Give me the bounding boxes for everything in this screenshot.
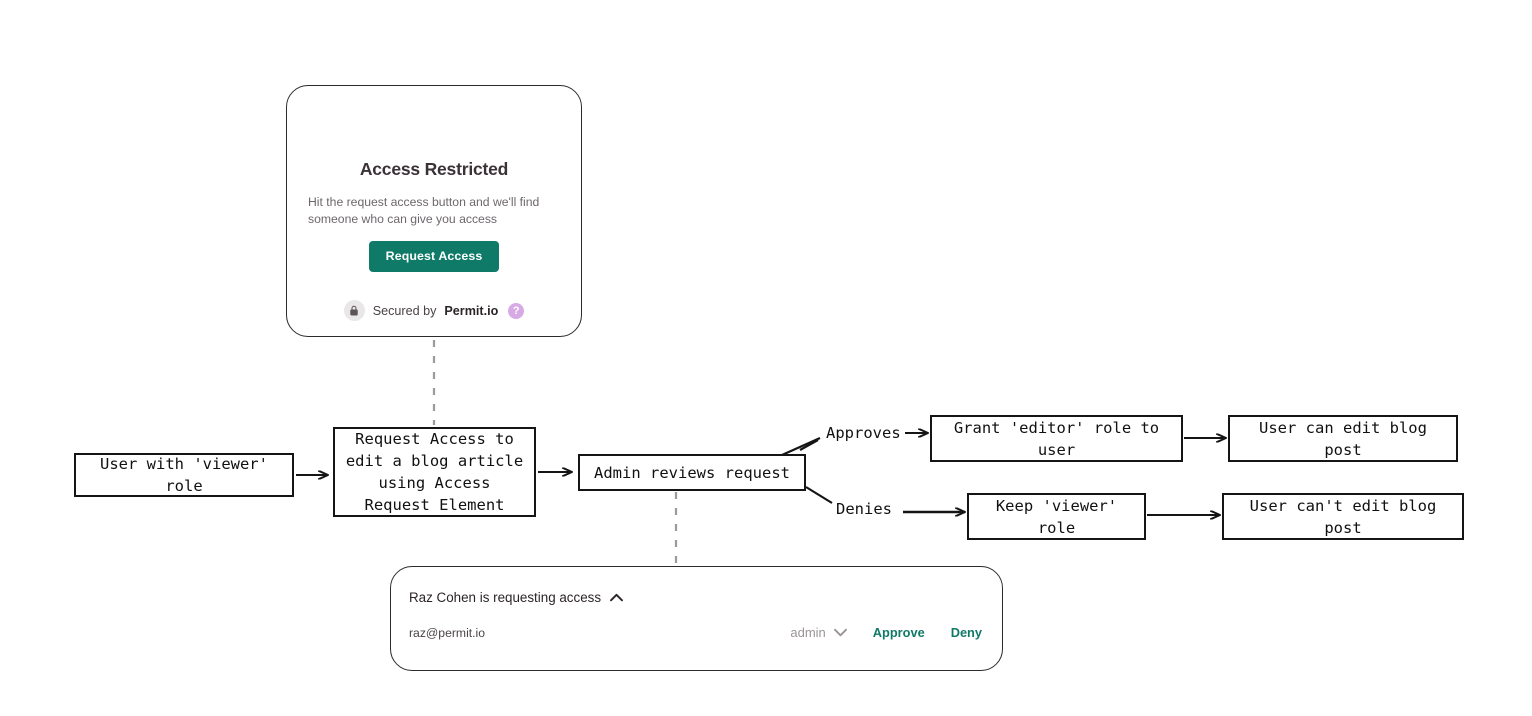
deny-button[interactable]: Deny <box>950 625 982 640</box>
edge-admin-to-denies <box>805 486 833 504</box>
flow-node-can-edit[interactable]: User can edit blog post <box>1228 415 1458 462</box>
flow-node-grant-editor[interactable]: Grant 'editor' role to user <box>930 415 1183 462</box>
approval-panel-actions: admin Approve Deny <box>790 625 982 640</box>
flow-node-request-access[interactable]: Request Access to edit a blog article us… <box>333 427 536 517</box>
approval-panel-title: Raz Cohen is requesting access <box>409 590 602 605</box>
requester-email: raz@permit.io <box>409 625 486 640</box>
access-restricted-card: Access Restricted Hit the request access… <box>286 85 582 337</box>
request-access-button[interactable]: Request Access <box>368 241 500 272</box>
permit-brand-label: Permit.io <box>444 303 499 318</box>
lock-icon <box>343 300 365 321</box>
secured-by-row: Secured by Permit.io ? <box>343 300 525 321</box>
edge-approves-diagonal <box>781 436 821 457</box>
flow-node-cannot-edit[interactable]: User can't edit blog post <box>1222 493 1464 540</box>
chevron-down-icon <box>833 628 847 637</box>
access-restricted-subtitle: Hit the request access button and we'll … <box>308 195 540 226</box>
approve-button[interactable]: Approve <box>872 625 925 640</box>
role-select[interactable]: admin <box>790 625 847 640</box>
approval-panel-header[interactable]: Raz Cohen is requesting access <box>409 590 623 605</box>
question-mark-icon[interactable]: ? <box>508 302 525 319</box>
secured-by-label: Secured by <box>372 303 437 318</box>
role-select-value: admin <box>790 625 826 640</box>
access-request-approval-panel: Raz Cohen is requesting access raz@permi… <box>390 566 1003 671</box>
edge-label-approves: Approves <box>826 424 901 442</box>
flow-node-user-viewer[interactable]: User with 'viewer' role <box>74 453 294 497</box>
access-restricted-title: Access Restricted <box>359 159 509 179</box>
chevron-up-icon[interactable] <box>610 593 623 602</box>
edge-label-denies: Denies <box>836 500 892 518</box>
flow-node-admin-reviews[interactable]: Admin reviews request <box>578 454 806 491</box>
approval-panel-body: raz@permit.io admin Approve Deny <box>409 625 982 640</box>
flow-node-keep-viewer[interactable]: Keep 'viewer' role <box>967 493 1146 540</box>
edge-admin-to-approves <box>799 439 819 451</box>
